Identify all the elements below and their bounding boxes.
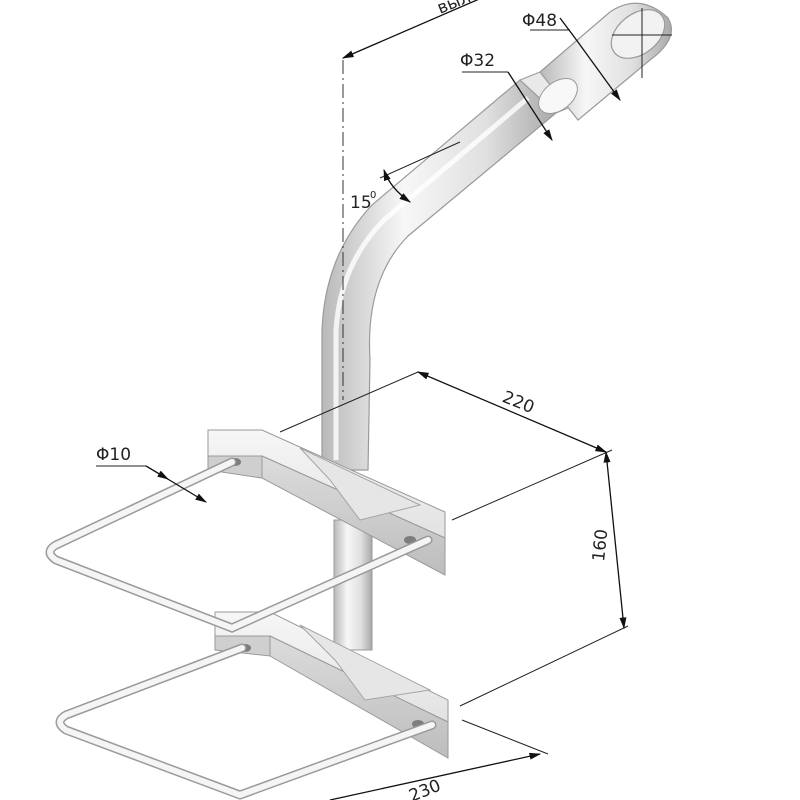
upper-u-bolt	[45, 457, 433, 633]
reach-label: вылет	[434, 0, 492, 19]
upper-plate	[207, 429, 446, 576]
height-160-label: 160	[589, 528, 612, 562]
length-220-label: 220	[499, 387, 537, 418]
angle-unit: 0	[370, 190, 376, 201]
width-230-label: 230	[406, 776, 444, 800]
d10-dimension: Φ10	[96, 445, 208, 503]
d48-dimension: Φ48	[522, 11, 621, 101]
lower-u-bolt	[55, 643, 437, 800]
d32-label: Φ32	[460, 51, 495, 71]
angle-dimension: 15 0	[350, 141, 461, 213]
d48-label: Φ48	[522, 11, 557, 31]
bent-pipe	[321, 2, 672, 471]
vertical-pipe	[333, 519, 373, 651]
d32-dimension: Φ32	[460, 51, 553, 141]
d10-label: Φ10	[96, 445, 131, 465]
reach-dimension: вылет	[341, 0, 493, 59]
height-160-dimension: 160	[459, 450, 629, 707]
angle-value: 15	[350, 193, 372, 213]
